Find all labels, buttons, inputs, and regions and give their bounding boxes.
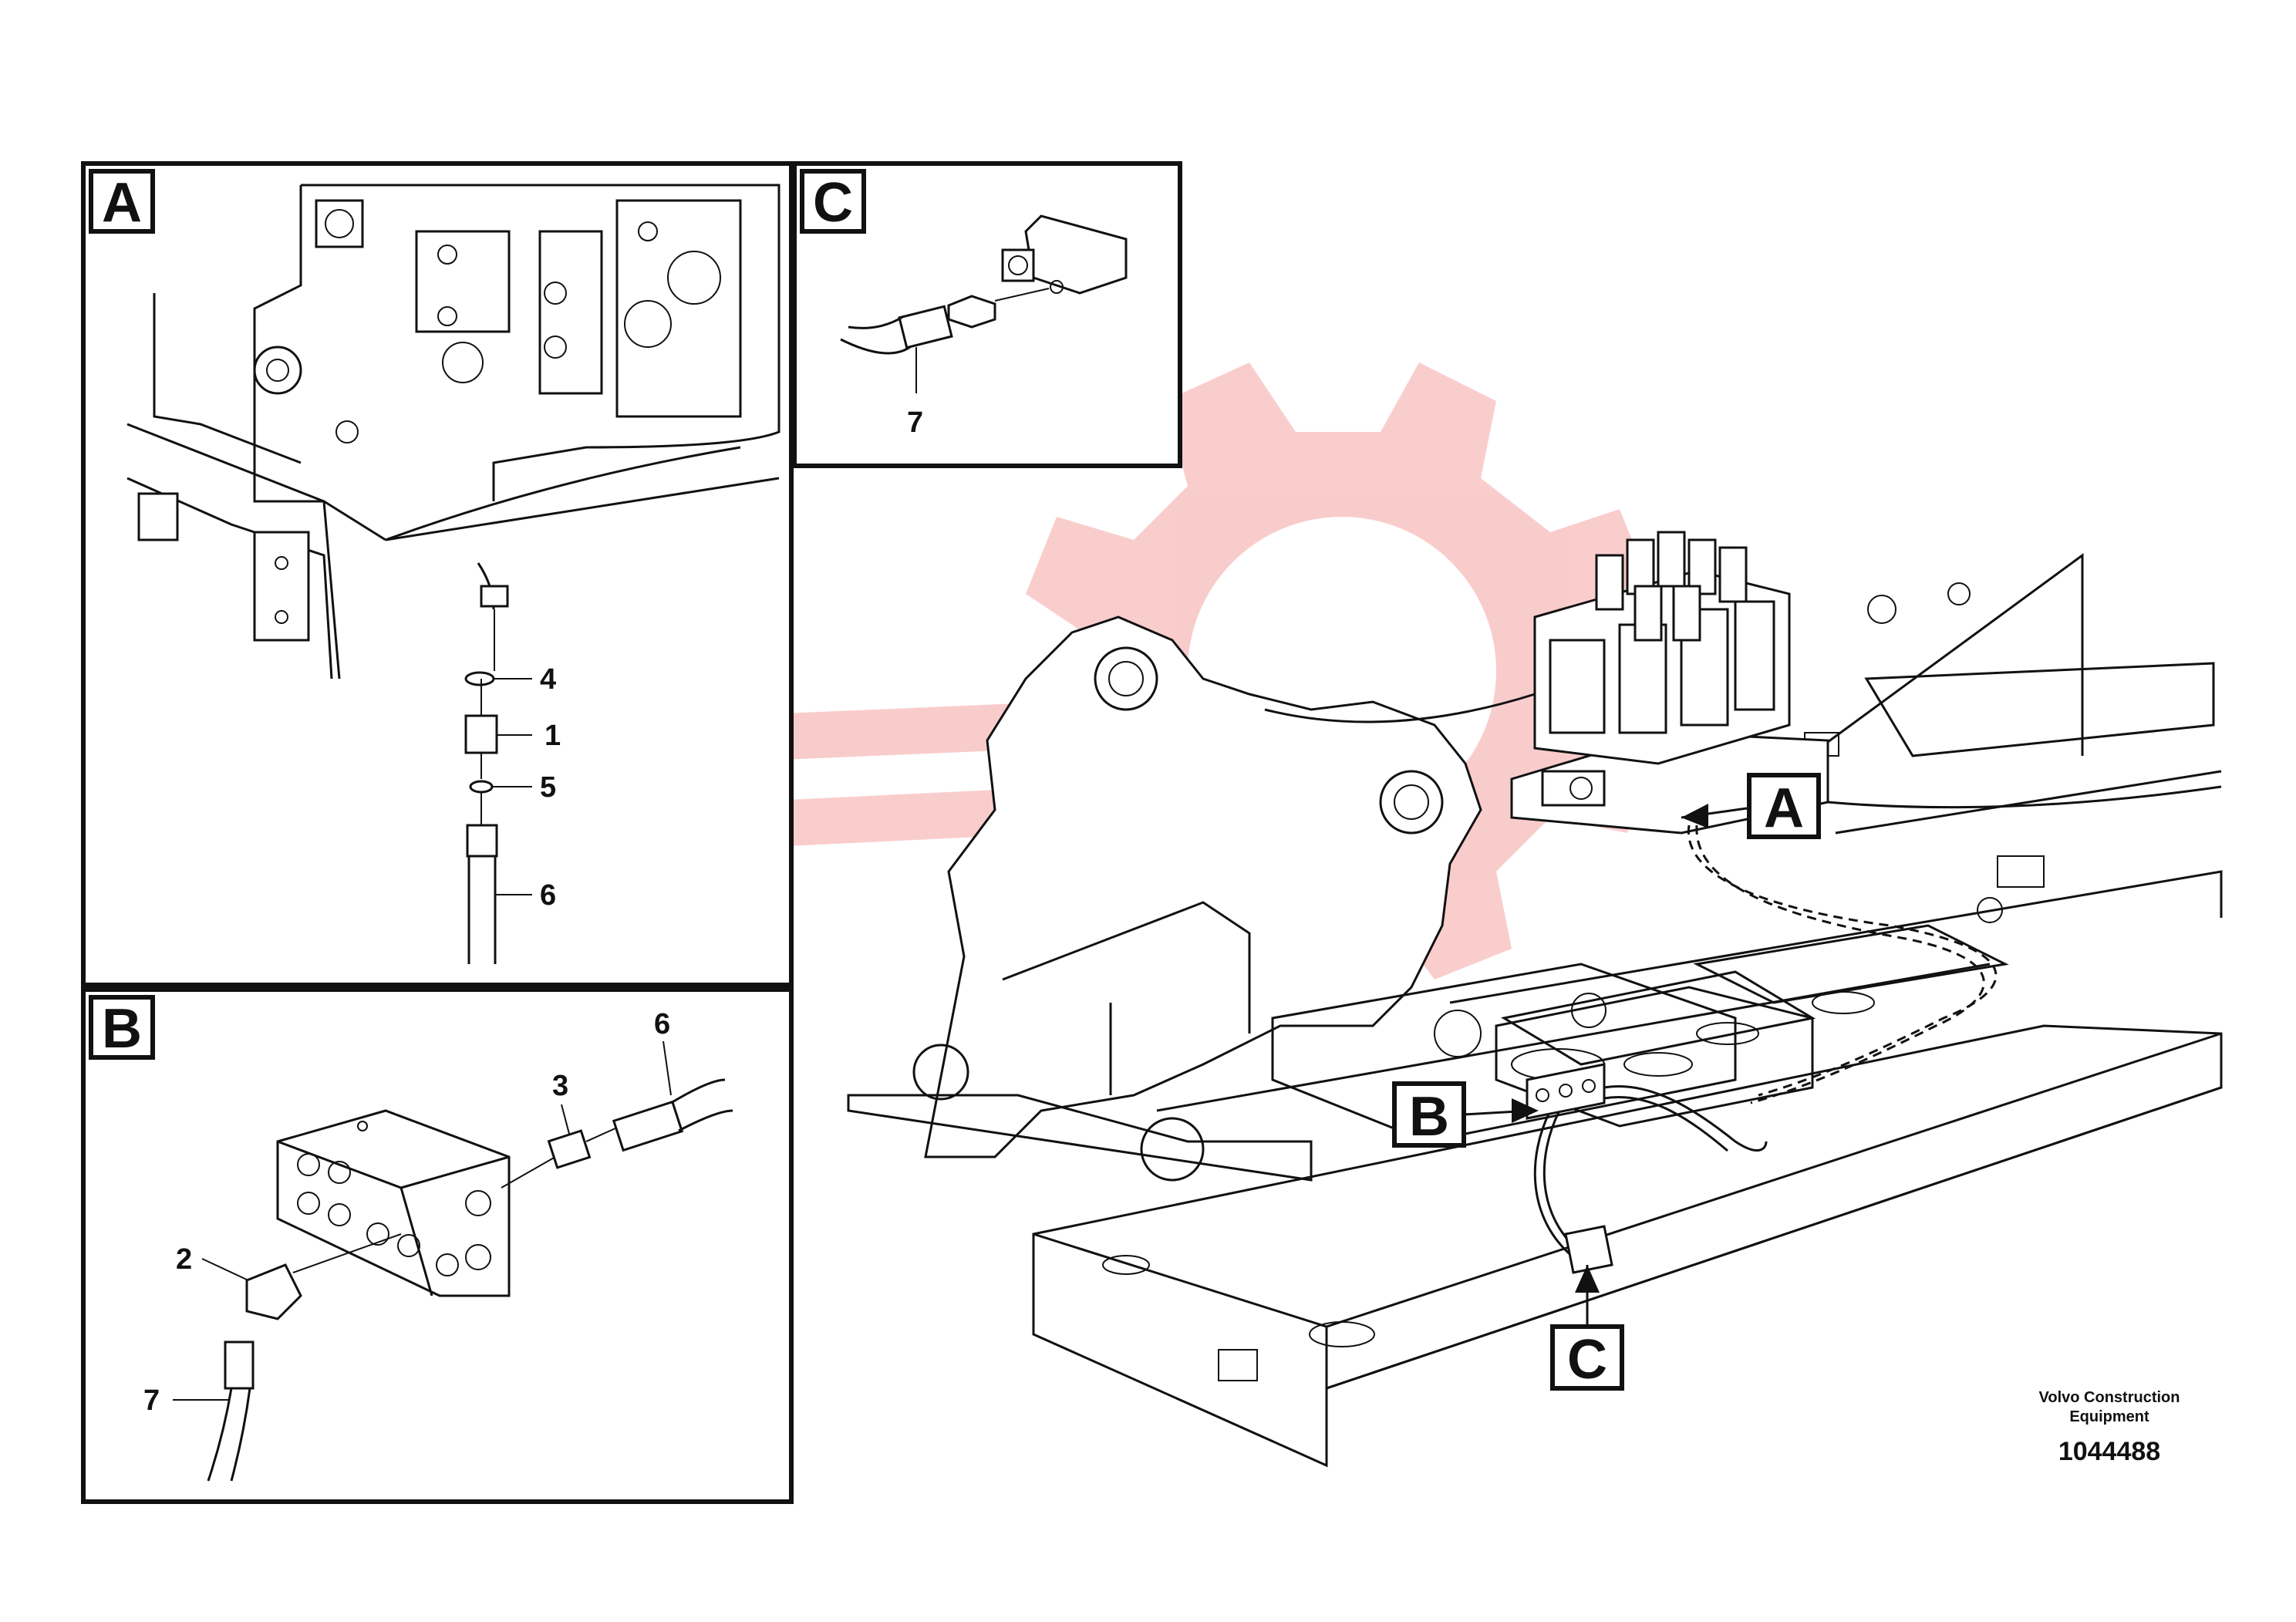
drawing-number: 1044488 [2058, 1437, 2160, 1466]
panel-A-part-6: 6 [540, 879, 556, 912]
callout-C: C [1550, 1265, 1624, 1391]
detail-panel-C: 7 C [792, 161, 1182, 468]
panel-C-label: C [813, 172, 853, 234]
panel-B-part-2: 2 [176, 1243, 192, 1276]
panel-A-label: A [102, 172, 142, 234]
panel-B-part-6: 6 [654, 1008, 670, 1040]
panel-B-part-3: 3 [552, 1070, 568, 1102]
callout-A: A [1681, 773, 1821, 839]
panel-A-part-1: 1 [544, 720, 561, 752]
panel-B-label: B [102, 998, 142, 1060]
callout-B-label: B [1409, 1086, 1449, 1148]
callout-C-label: C [1567, 1329, 1607, 1391]
diagram-caption: Volvo Construction Equipment 1044488 [2039, 1389, 2180, 1466]
callout-B: B [1392, 1081, 1539, 1148]
panel-A-part-5: 5 [540, 771, 556, 804]
panel-B-part-7: 7 [143, 1384, 160, 1417]
detail-panel-B: 3 6 2 7 B [81, 987, 794, 1504]
panel-A-part-4: 4 [540, 663, 556, 696]
main-assembly [847, 531, 2223, 1468]
panel-C-part-7: 7 [907, 406, 923, 439]
callout-A-label: A [1764, 777, 1804, 839]
detail-panel-A: 4 1 5 6 A [81, 161, 794, 987]
caption-line-1: Volvo Construction [2039, 1389, 2180, 1406]
caption-line-2: Equipment [2069, 1408, 2149, 1425]
